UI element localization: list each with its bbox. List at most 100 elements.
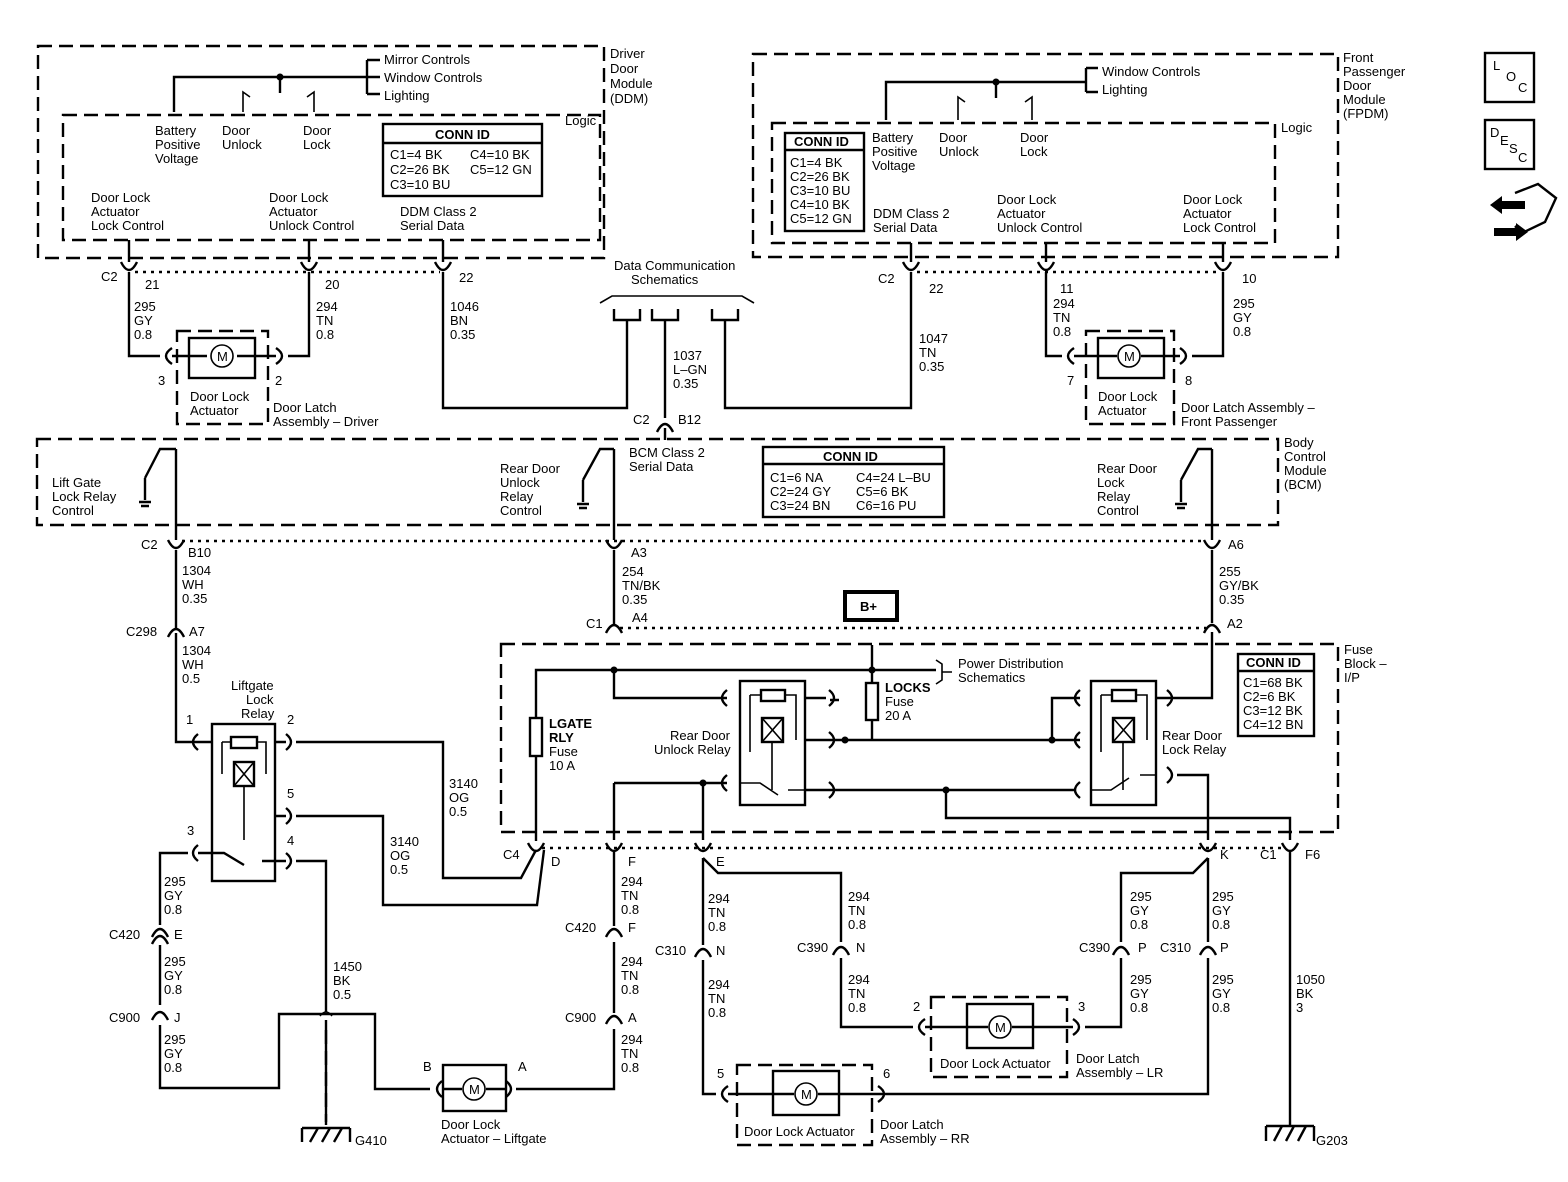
svg-text:DDM Class 2: DDM Class 2 [873, 206, 950, 221]
svg-text:C298: C298 [126, 624, 157, 639]
svg-text:P: P [1220, 940, 1229, 955]
svg-text:Door: Door [939, 130, 968, 145]
svg-text:295: 295 [1130, 972, 1152, 987]
svg-text:Control: Control [1284, 449, 1326, 464]
svg-text:TN: TN [848, 903, 865, 918]
svg-text:A: A [518, 1059, 527, 1074]
connector-arrows-icon[interactable] [1490, 182, 1558, 241]
svg-text:0.8: 0.8 [316, 327, 334, 342]
svg-text:F6: F6 [1305, 847, 1320, 862]
svg-text:O: O [1506, 69, 1516, 84]
body-control-module: Body Control Module (BCM) Lift Gate Lock… [35, 435, 1327, 560]
svg-text:E: E [174, 927, 183, 942]
svg-text:Door Latch: Door Latch [1076, 1051, 1140, 1066]
svg-text:C2: C2 [101, 269, 118, 284]
svg-text:Assembly – RR: Assembly – RR [880, 1131, 970, 1146]
svg-text:Fuse: Fuse [549, 744, 578, 759]
svg-text:A7: A7 [189, 624, 205, 639]
svg-text:S: S [1509, 141, 1518, 156]
svg-text:OG: OG [390, 848, 410, 863]
svg-text:Passenger: Passenger [1343, 64, 1406, 79]
svg-text:C4=10 BK: C4=10 BK [470, 147, 530, 162]
svg-text:LOCKS: LOCKS [885, 680, 931, 695]
svg-text:Positive: Positive [155, 137, 201, 152]
svg-text:Relay: Relay [241, 706, 275, 721]
svg-text:Unlock: Unlock [939, 144, 979, 159]
svg-text:Schematics: Schematics [631, 272, 699, 287]
desc-icon[interactable] [1483, 118, 1536, 171]
svg-text:Actuator: Actuator [91, 204, 140, 219]
svg-text:C4=24 L–BU: C4=24 L–BU [856, 470, 931, 485]
svg-text:Relay: Relay [500, 489, 534, 504]
svg-text:Voltage: Voltage [872, 158, 915, 173]
svg-text:0.8: 0.8 [164, 902, 182, 917]
svg-text:GY: GY [164, 968, 183, 983]
fpdm-conn-id: CONN ID C1=4 BK C2=26 BK C3=10 BU C4=10 … [783, 131, 866, 233]
svg-text:5: 5 [717, 1066, 724, 1081]
svg-text:295: 295 [164, 874, 186, 889]
svg-text:Lock: Lock [303, 137, 331, 152]
svg-text:N: N [716, 943, 725, 958]
svg-text:(FPDM): (FPDM) [1343, 106, 1389, 121]
svg-text:C4=12 BN: C4=12 BN [1243, 717, 1303, 732]
svg-text:0.8: 0.8 [1130, 1000, 1148, 1015]
svg-text:C1=4 BK: C1=4 BK [390, 147, 443, 162]
svg-text:Door Lock: Door Lock [441, 1117, 501, 1132]
svg-text:L: L [1493, 58, 1500, 73]
svg-text:Actuator: Actuator [1183, 206, 1232, 221]
svg-text:TN: TN [621, 1046, 638, 1061]
svg-text:B+: B+ [860, 599, 877, 614]
svg-text:C310: C310 [655, 943, 686, 958]
svg-text:20: 20 [325, 277, 339, 292]
svg-text:CONN ID: CONN ID [435, 127, 490, 142]
svg-text:B: B [423, 1059, 432, 1074]
svg-text:D: D [551, 854, 560, 869]
svg-text:E: E [716, 854, 725, 869]
svg-text:(DDM): (DDM) [610, 91, 648, 106]
svg-text:Data Communication: Data Communication [614, 258, 735, 273]
svg-text:C5=12 GN: C5=12 GN [470, 162, 532, 177]
svg-text:Door Lock: Door Lock [997, 192, 1057, 207]
svg-text:TN: TN [621, 968, 638, 983]
loc-icon[interactable] [1483, 51, 1536, 104]
svg-text:C4=10 BK: C4=10 BK [790, 197, 850, 212]
svg-text:0.8: 0.8 [1212, 917, 1230, 932]
svg-text:CONN ID: CONN ID [823, 449, 878, 464]
svg-text:OG: OG [449, 790, 469, 805]
svg-text:Actuator – Liftgate: Actuator – Liftgate [441, 1131, 547, 1146]
svg-text:3: 3 [158, 373, 165, 388]
svg-text:M: M [801, 1087, 812, 1102]
svg-text:Front: Front [1343, 50, 1374, 65]
driver-door-module: Driver Door Module (DDM) Logic Mirror Co… [36, 44, 653, 292]
svg-text:0.8: 0.8 [1212, 1000, 1230, 1015]
svg-text:GY: GY [1212, 986, 1231, 1001]
svg-text:294: 294 [848, 889, 870, 904]
svg-text:C5=6 BK: C5=6 BK [856, 484, 909, 499]
bcm-output-wires: 1304 WH 0.35 254 TN/BK 0.35 255 GY/BK 0.… [126, 550, 1259, 740]
svg-text:Lighting: Lighting [1102, 82, 1148, 97]
svg-text:2: 2 [913, 999, 920, 1014]
svg-text:0.35: 0.35 [919, 359, 944, 374]
svg-text:C420: C420 [109, 927, 140, 942]
svg-text:Serial Data: Serial Data [629, 459, 694, 474]
svg-text:0.35: 0.35 [450, 327, 475, 342]
svg-text:294: 294 [1053, 296, 1075, 311]
svg-text:A6: A6 [1228, 537, 1244, 552]
svg-text:B12: B12 [678, 412, 701, 427]
svg-text:Actuator: Actuator [190, 403, 239, 418]
svg-text:7: 7 [1067, 373, 1074, 388]
svg-text:Positive: Positive [872, 144, 918, 159]
svg-text:Block –: Block – [1344, 656, 1387, 671]
svg-text:GY: GY [134, 313, 153, 328]
svg-text:Window Controls: Window Controls [1102, 64, 1201, 79]
svg-text:Lock Control: Lock Control [1183, 220, 1256, 235]
svg-text:LGATE: LGATE [549, 716, 592, 731]
svg-text:C1=6 NA: C1=6 NA [770, 470, 823, 485]
svg-text:0.8: 0.8 [134, 327, 152, 342]
bcm-conn-id: CONN ID C1=6 NA C2=24 GY C3=24 BN C4=24 … [761, 445, 946, 519]
svg-text:A: A [628, 1010, 637, 1025]
svg-text:Lock Relay: Lock Relay [1162, 742, 1227, 757]
svg-text:294: 294 [621, 874, 643, 889]
svg-text:Lock: Lock [1097, 475, 1125, 490]
svg-text:Module: Module [1284, 463, 1327, 478]
